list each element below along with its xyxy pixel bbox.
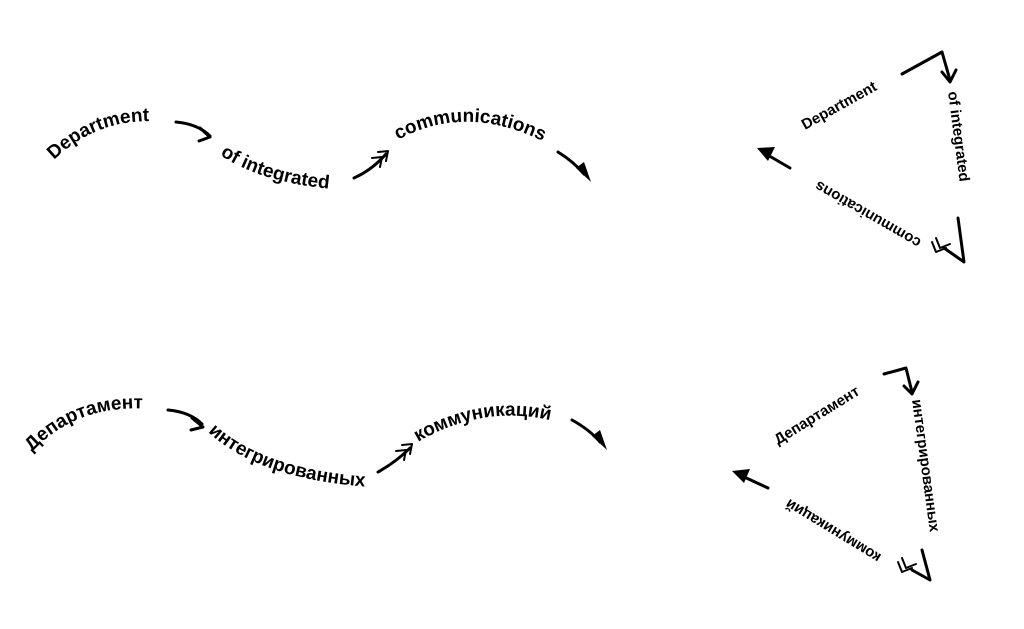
english-wave-arrow-2	[352, 150, 389, 180]
english-wave-word-1: Department	[43, 105, 150, 164]
russian-wave: Департамент интегрированных коммуникаций	[21, 392, 607, 492]
english-wave-arrow-1	[174, 120, 212, 143]
russian-triangle-arrow-1	[882, 366, 920, 396]
russian-wave-word-2: интегрированных	[205, 420, 367, 492]
english-triangle: Department of integrated communications	[757, 50, 973, 264]
english-triangle-word-1: Department	[799, 78, 880, 133]
english-wave: Department of integrated communications	[43, 105, 591, 194]
english-triangle-arrow-3	[757, 147, 792, 170]
english-wave-word-2: of integrated	[217, 141, 330, 193]
russian-triangle: Департамент интегрированных коммуникаций	[732, 366, 943, 582]
russian-triangle-word-1: Департамент	[771, 383, 863, 449]
english-triangle-word-3: communications	[812, 177, 924, 251]
english-wave-arrow-3	[556, 150, 591, 182]
russian-triangle-word-3: коммуникаций	[783, 495, 885, 566]
russian-wave-arrow-1	[166, 408, 205, 432]
russian-wave-arrow-2	[376, 443, 413, 474]
english-triangle-arrow-2	[931, 216, 966, 264]
russian-triangle-arrow-2	[897, 548, 932, 582]
russian-triangle-word-2: интегрированных	[908, 398, 943, 533]
russian-wave-word-1: Департамент	[21, 392, 143, 455]
russian-triangle-arrow-3	[732, 469, 770, 490]
english-triangle-arrow-1	[900, 50, 958, 84]
english-triangle-word-2: of integrated	[944, 90, 973, 182]
russian-wave-word-3: коммуникаций	[410, 400, 553, 447]
russian-wave-arrow-3	[570, 418, 607, 450]
english-wave-word-3: communications	[391, 106, 550, 146]
